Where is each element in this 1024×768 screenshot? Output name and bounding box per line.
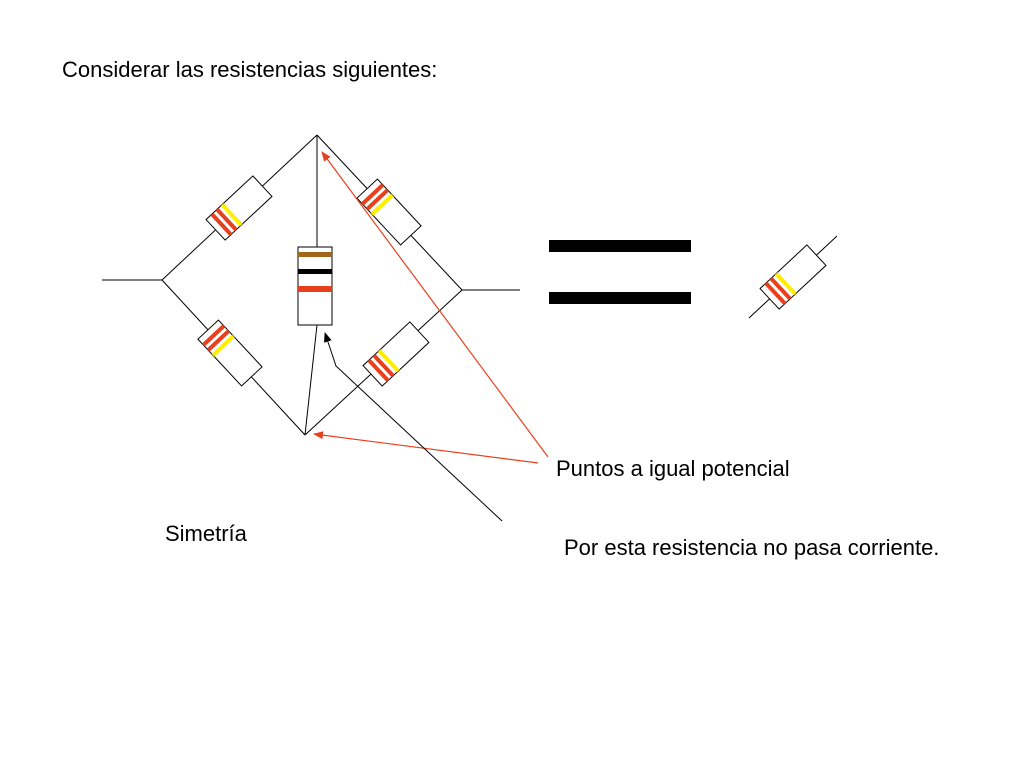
center-bottom-wire [304, 324, 318, 436]
equals-bar-bottom [549, 292, 691, 304]
resistor-top-right [356, 178, 422, 246]
equal-potential-label: Puntos a igual potencial [556, 456, 790, 481]
symmetry-label: Simetría [165, 521, 247, 546]
no-current-label: Por esta resistencia no pasa corriente. [564, 535, 940, 560]
equals-bar-top [549, 240, 691, 252]
resistor-equivalent [748, 235, 838, 319]
resistor-bottom-left [197, 319, 263, 387]
equals-sign [549, 240, 691, 304]
arrow-to-top-node [321, 151, 549, 458]
equal-potential-arrows [313, 151, 549, 464]
resistor-bottom-right [362, 321, 430, 387]
slide-title: Considerar las resistencias siguientes: [62, 57, 438, 82]
arrow-to-center-resistor [324, 332, 503, 522]
resistor-top-left [205, 175, 273, 241]
resistor-center [297, 246, 333, 326]
arrow-to-bottom-node [313, 431, 539, 464]
